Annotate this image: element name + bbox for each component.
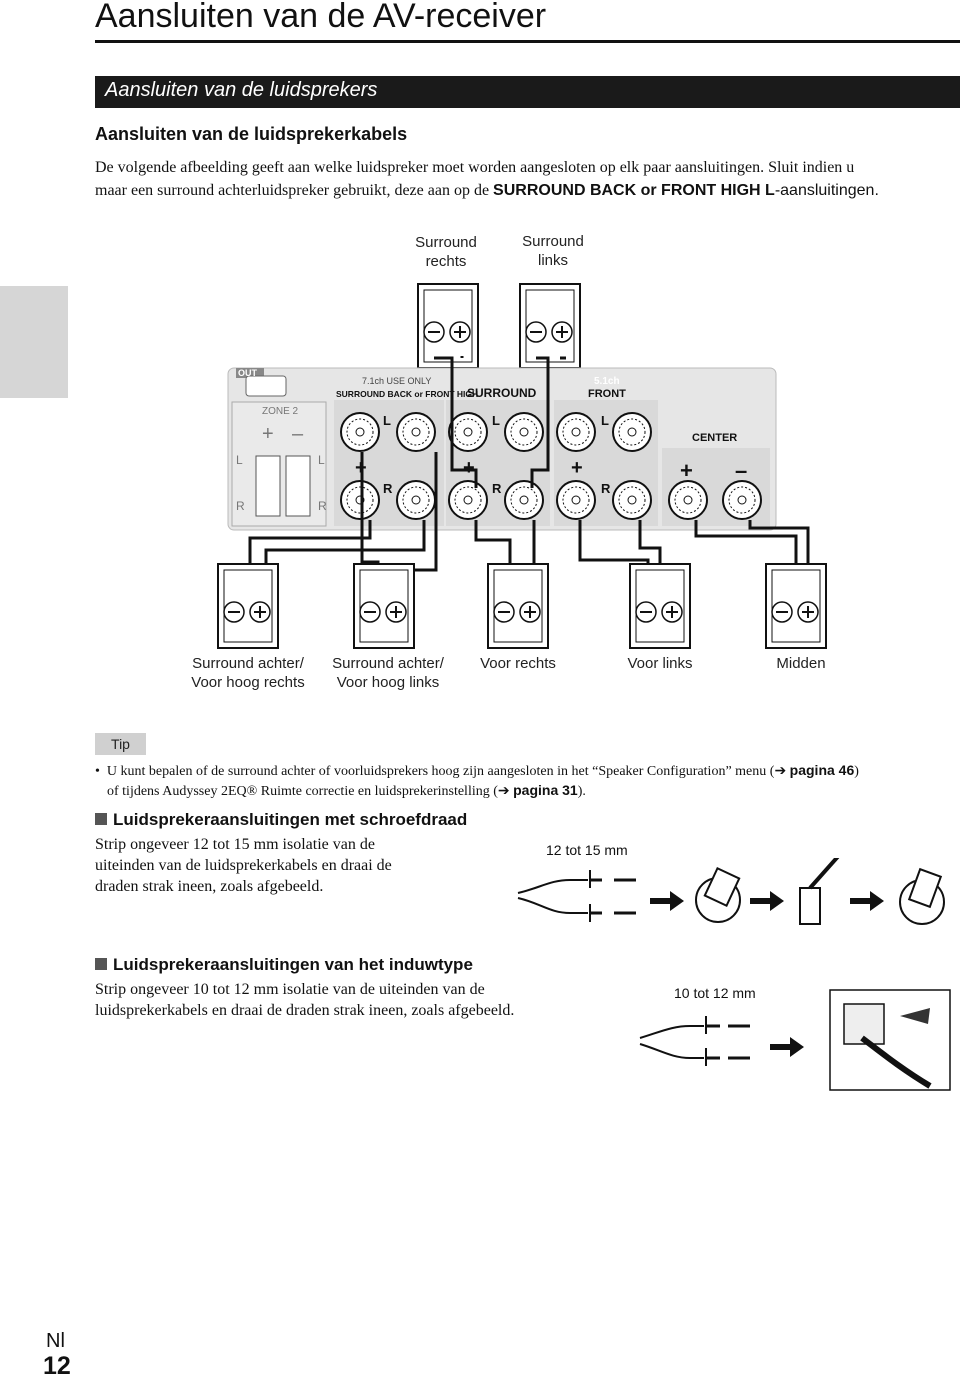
section-title: Aansluiten van de luidsprekers <box>105 79 378 101</box>
label-sb-right: Surround achter/Voor hoog rechts <box>191 655 305 691</box>
label-sb-left: Surround achter/Voor hoog links <box>332 655 444 691</box>
center-minus: – <box>735 458 747 483</box>
subsection-title: Aansluiten van de luidsprekerkabels <box>95 124 408 144</box>
section-bar: Aansluiten van de luidsprekers <box>95 76 960 108</box>
front-l: L <box>601 413 609 428</box>
push-heading: Luidsprekeraansluitingen van het induwty… <box>95 955 473 975</box>
sb-r: R <box>383 481 393 496</box>
label-center: Midden <box>776 655 826 672</box>
screw-line-3: draden strak ineen, zoals afgebeeld. <box>95 878 324 895</box>
speaker-surround-right-icon <box>417 283 479 369</box>
front-label: FRONT <box>588 388 626 400</box>
out-label: OUT <box>238 368 258 378</box>
front-plus: + <box>571 457 583 479</box>
push-line-1: Strip ongeveer 10 tot 12 mm isolatie van… <box>95 981 485 998</box>
front-r: R <box>601 481 611 496</box>
side-tab <box>0 286 68 398</box>
label-front-right: Voor rechts <box>480 655 556 672</box>
zone2-l-left: L <box>236 453 243 467</box>
ch51-label: 5.1ch <box>594 376 620 387</box>
sur-r: R <box>492 481 502 496</box>
speaker-front-right-icon <box>487 563 549 649</box>
intro-line-1: De volgende afbeelding geeft aan welke l… <box>95 159 855 176</box>
zone2-label: ZONE 2 <box>262 406 299 417</box>
screw-line-2: uiteinden van de luidsprekerkabels en dr… <box>95 857 392 874</box>
surround-label: SURROUND <box>467 386 537 400</box>
label-front-left: Voor links <box>627 655 693 672</box>
speaker-surround-left-icon <box>519 283 581 369</box>
speaker-surround-back-right-icon <box>217 563 279 649</box>
push-line-2: luidsprekerkabels en draai de draden str… <box>95 1002 515 1019</box>
push-measure: 10 tot 12 mm <box>674 985 756 1001</box>
tip-badge: Tip <box>95 733 146 755</box>
screw-measure: 12 tot 15 mm <box>546 842 628 858</box>
tip-line-2: of tijdens Audyssey 2EQ® Ruimte correcti… <box>107 782 586 799</box>
screw-heading: Luidsprekeraansluitingen met schroefdraa… <box>95 810 467 830</box>
speaker-center-icon <box>765 563 827 649</box>
only71-label: 7.1ch USE ONLY <box>362 376 431 386</box>
center-plus: + <box>680 458 693 483</box>
sb-plus: + <box>355 457 367 479</box>
language-code: Nl <box>46 1330 65 1352</box>
tip-line-1: • U kunt bepalen of de surround achter o… <box>95 762 859 779</box>
sur-plus: + <box>463 457 475 479</box>
title-rule <box>95 40 960 43</box>
speaker-connection-diagram: OUT ZONE 2 + – L L R R 7.1ch USE ONLY SU… <box>217 283 827 649</box>
push-steps-illustration <box>639 989 951 1091</box>
zone2-r-left: R <box>236 499 245 513</box>
zone2-l-right: L <box>318 453 325 467</box>
screw-steps-illustration <box>517 858 945 925</box>
center-label: CENTER <box>692 432 737 444</box>
zone2-r-right: R <box>318 499 327 513</box>
zone2-plus: + <box>262 423 274 445</box>
zone2-minus: – <box>292 423 304 445</box>
screw-line-1: Strip ongeveer 12 tot 15 mm isolatie van… <box>95 836 375 853</box>
intro-line-2: maar een surround achterluidspreker gebr… <box>95 182 879 199</box>
sur-l: L <box>492 413 500 428</box>
speaker-surround-back-left-icon <box>353 563 415 649</box>
page-title: Aansluiten van de AV-receiver <box>95 0 547 35</box>
sb-l: L <box>383 413 391 428</box>
sbfh-label: SURROUND BACK or FRONT HIGH <box>336 389 478 399</box>
page-number: 12 <box>43 1352 71 1380</box>
speaker-front-left-icon <box>629 563 691 649</box>
